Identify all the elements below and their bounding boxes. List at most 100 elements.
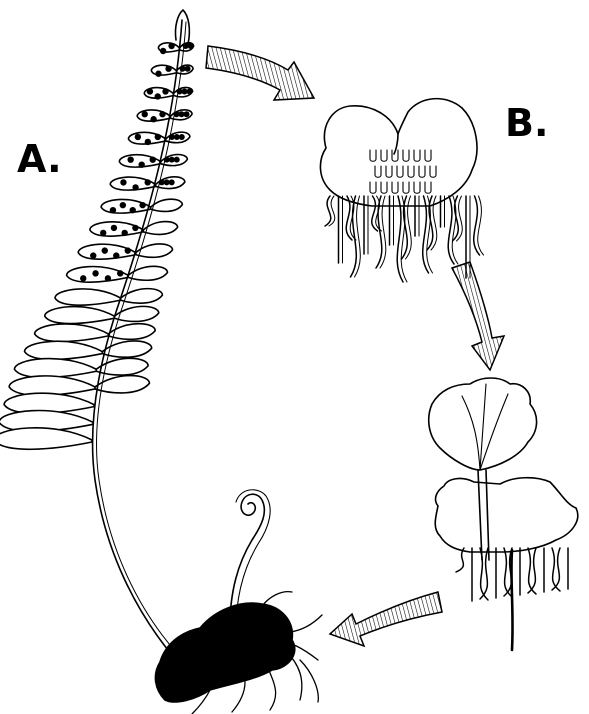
- rhizoid: [527, 547, 537, 594]
- sorus: [132, 184, 139, 191]
- sorus: [168, 156, 175, 163]
- sorus: [165, 65, 172, 72]
- rhizoid: [379, 195, 387, 269]
- pinna-left: [43, 305, 116, 325]
- pinna-left: [3, 392, 95, 415]
- sorus: [110, 224, 118, 232]
- rhizoid: [551, 547, 561, 592]
- organ: [391, 149, 399, 162]
- sporophyte-rhizoids: [455, 547, 569, 602]
- pinna-left: [150, 64, 178, 76]
- organ: [429, 165, 437, 178]
- arrow-b-to-sporophyte: [450, 261, 506, 372]
- sorus: [132, 224, 139, 232]
- rhizoid: [396, 195, 404, 283]
- pinna-right: [119, 287, 164, 304]
- pinna-left: [13, 357, 98, 379]
- sorus: [168, 42, 175, 50]
- sorus: [101, 247, 108, 254]
- rhizoid: [447, 195, 455, 265]
- sorus: [90, 252, 97, 259]
- organ: [369, 181, 377, 194]
- sorus: [179, 65, 186, 72]
- sorus: [113, 252, 120, 259]
- sorus: [184, 65, 191, 72]
- label-a: A.: [17, 137, 62, 181]
- pinna-right: [107, 322, 157, 341]
- rhizoid: [375, 195, 383, 269]
- sorus: [104, 275, 112, 282]
- pinna-right: [134, 243, 174, 259]
- mature-fern: [0, 9, 323, 714]
- rhizoid: [426, 195, 434, 251]
- organ: [424, 181, 432, 194]
- sorus: [186, 88, 193, 95]
- frond-rachis: [91, 19, 183, 656]
- sorus: [120, 179, 127, 186]
- pinna-right: [94, 374, 151, 394]
- fiddlehead-stalk: [228, 493, 266, 641]
- sorus: [92, 270, 99, 277]
- sorus: [124, 247, 131, 254]
- organ: [402, 149, 410, 162]
- sorus: [141, 111, 148, 118]
- organ: [413, 149, 421, 162]
- rhizoid: [503, 547, 513, 597]
- pinna-left: [0, 409, 94, 433]
- organ: [418, 165, 426, 178]
- rhizoid: [455, 547, 465, 573]
- prothallus-outline: [319, 97, 478, 207]
- sex-organs: [369, 149, 437, 194]
- pinna-left: [0, 427, 93, 451]
- sorus: [173, 133, 180, 140]
- sorus: [144, 179, 151, 186]
- prothallus-under: [434, 476, 579, 553]
- sorus: [134, 133, 142, 141]
- sorus: [173, 111, 180, 118]
- sorus: [144, 138, 152, 146]
- sorus: [117, 270, 124, 277]
- sorus: [178, 133, 185, 140]
- rhizoids: [324, 195, 484, 283]
- sorus: [154, 133, 161, 141]
- sorus: [162, 88, 169, 95]
- sorus: [150, 116, 157, 123]
- pinna-left: [33, 323, 110, 343]
- young-leaf: [427, 377, 538, 471]
- organ: [369, 149, 377, 162]
- rhizoid: [503, 547, 513, 598]
- pinna-right: [142, 220, 179, 236]
- rhizoid: [473, 195, 481, 256]
- organ: [374, 165, 382, 178]
- sorus: [129, 206, 136, 214]
- sorus: [173, 156, 180, 163]
- sorus: [100, 229, 107, 237]
- sorus: [154, 93, 161, 100]
- rhizoid: [479, 547, 489, 601]
- notch: [393, 133, 399, 155]
- gametophyte: [319, 97, 484, 283]
- rhizoid: [349, 195, 358, 278]
- sori-dots: [80, 42, 194, 282]
- pinna-left: [8, 375, 96, 397]
- sorus: [163, 156, 170, 163]
- rhizoid: [324, 195, 332, 227]
- sorus: [168, 179, 175, 186]
- sorus: [155, 70, 162, 77]
- sorus: [182, 43, 189, 49]
- pinna-right: [95, 357, 149, 376]
- sorus: [121, 229, 128, 237]
- rhizoid: [421, 195, 430, 274]
- sorus: [158, 179, 165, 186]
- fern-pinnae: [0, 41, 195, 451]
- pinna-right: [127, 265, 169, 281]
- pinna-left: [54, 288, 122, 306]
- sorus: [127, 156, 134, 163]
- rhizoid: [551, 547, 561, 591]
- rhizoid: [477, 195, 484, 256]
- sorus: [159, 111, 166, 118]
- sorus: [109, 206, 117, 214]
- sorus: [168, 133, 175, 140]
